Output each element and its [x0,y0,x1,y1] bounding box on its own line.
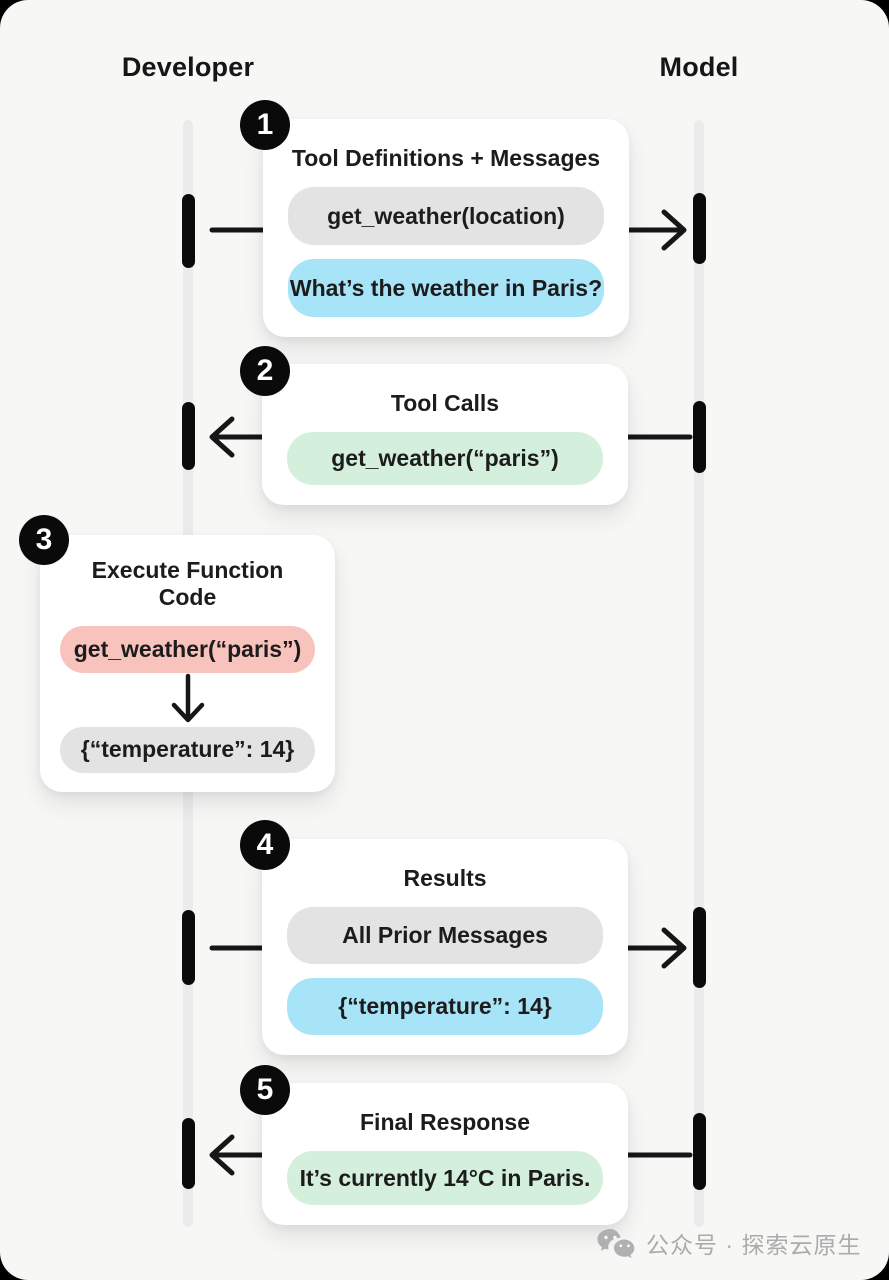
model-lifeline [694,120,704,1227]
step5-card: Final Response It’s currently 14°C in Pa… [262,1083,628,1225]
arrowhead-step2-left-icon [209,416,235,458]
down-arrow-icon [171,673,204,722]
step4-card: Results All Prior Messages {“temperature… [262,839,628,1055]
step1-number-badge: 1 [240,100,290,150]
arrowhead-step4-right-icon [661,927,687,969]
step3-pill-function-result: {“temperature”: 14} [60,726,315,773]
watermark: 公众号 · 探索云原生 [596,1226,861,1260]
model-activation-bar-step4 [693,907,706,988]
arrowhead-step1-right-icon [661,209,687,251]
step1-card: Tool Definitions + Messages get_weather(… [263,119,629,337]
step3-number-badge: 3 [19,515,69,565]
step2-card: Tool Calls get_weather(“paris”) [262,364,628,505]
model-activation-bar-step5 [693,1113,706,1190]
step2-title: Tool Calls [390,390,500,416]
step1-title: Tool Definitions + Messages [291,145,601,171]
arrowhead-step5-left-icon [209,1134,235,1176]
step3-title: Execute Function Code [91,557,284,610]
developer-activation-bar-step1 [182,194,195,268]
step3-flow [60,673,315,727]
actor-model-label: Model [659,52,739,82]
step3-pill-function-call: get_weather(“paris”) [60,626,315,673]
step4-pill-prior-messages: All Prior Messages [287,907,603,964]
step4-title: Results [403,865,487,891]
model-activation-bar-step2 [693,401,706,473]
step2-pill-tool-call: get_weather(“paris”) [287,432,603,485]
step3-card: Execute Function Code get_weather(“paris… [40,535,335,792]
step5-number-badge: 5 [240,1065,290,1115]
developer-activation-bar-step5 [182,1118,195,1189]
step4-number-badge: 4 [240,820,290,870]
model-activation-bar-step1 [693,193,706,264]
step2-number-badge: 2 [240,346,290,396]
step4-pill-tool-result: {“temperature”: 14} [287,978,603,1035]
developer-activation-bar-step2 [182,402,195,470]
step5-pill-final-answer: It’s currently 14°C in Paris. [287,1151,603,1205]
wechat-icon [597,1229,635,1258]
developer-activation-bar-step4 [182,910,195,985]
step5-title: Final Response [360,1109,530,1135]
watermark-text: 公众号 · 探索云原生 [646,1232,862,1258]
actor-developer-label: Developer [121,52,255,82]
step1-pill-user-message: What’s the weather in Paris? [288,259,604,317]
step1-pill-tool-definition: get_weather(location) [288,187,604,245]
